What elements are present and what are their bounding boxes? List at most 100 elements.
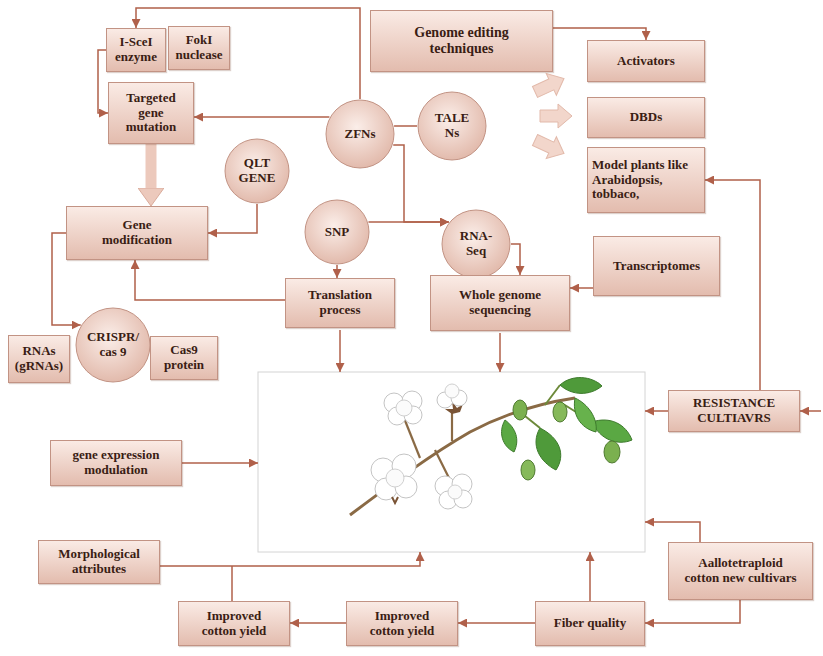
green-boll xyxy=(513,400,527,420)
cotton-leaf xyxy=(574,398,596,432)
node-label: TALE Ns xyxy=(431,111,473,141)
arrow-to-picture xyxy=(182,462,258,464)
incoming-arrow xyxy=(800,410,821,412)
node-label: Activators xyxy=(617,54,675,69)
node-label: Transcriptomes xyxy=(613,259,700,274)
process-box: Morphological attributes xyxy=(38,540,160,584)
cotton-leaf xyxy=(536,428,561,470)
block-arrow xyxy=(540,104,572,128)
connector xyxy=(553,28,646,40)
circle-shape xyxy=(418,92,486,160)
cotton-illustration xyxy=(350,378,632,515)
node-label: gene expression modulation xyxy=(61,448,171,478)
connector xyxy=(208,204,257,233)
process-box: Aallotetraploid cotton new cultivars xyxy=(668,542,813,600)
boll-lock xyxy=(386,469,404,487)
process-box: Translation process xyxy=(285,278,395,328)
connector xyxy=(336,265,338,278)
arrow-to-picture xyxy=(160,552,420,566)
process-box: RESISTANCE CULTIAVRS xyxy=(668,390,800,432)
node-label: SNP xyxy=(325,225,350,240)
node-label: CRISPR/ cas 9 xyxy=(83,330,143,360)
connector xyxy=(290,622,346,624)
process-box: Cas9 protein xyxy=(150,336,218,380)
boll-lock xyxy=(445,384,459,398)
node-label: Fiber quality xyxy=(554,616,626,631)
process-box: Model plants like Arabidopsis, tobbaco, xyxy=(587,147,705,213)
green-boll xyxy=(604,441,620,463)
process-circle: TALE Ns xyxy=(417,91,487,161)
circle-shape xyxy=(326,100,394,168)
node-label: ZFNs xyxy=(344,127,375,142)
process-box: Transcriptomes xyxy=(593,236,720,296)
process-circle: ZFNs xyxy=(325,99,395,169)
circle-shape xyxy=(442,210,510,278)
process-box: Targeted gene mutation xyxy=(108,82,194,144)
node-label: Morphological attributes xyxy=(44,547,154,577)
block-arrow xyxy=(530,68,569,103)
boll-lock xyxy=(396,400,412,416)
process-box: Genome editing techniques xyxy=(370,10,553,72)
process-circle: RNA-Seq xyxy=(441,209,511,279)
connector xyxy=(511,244,520,275)
node-label: Whole genome sequencing xyxy=(445,288,555,318)
cotton-boll xyxy=(384,391,422,425)
node-label: Gene modification xyxy=(97,218,177,248)
node-label: I-SceI enzyme xyxy=(111,35,161,65)
connector xyxy=(394,125,417,127)
process-box: Improved cotton yield xyxy=(346,601,458,646)
node-label: RESISTANCE CULTIAVRS xyxy=(684,396,784,426)
process-box: RNAs (gRNAs) xyxy=(8,335,70,383)
connector xyxy=(135,260,285,300)
node-label: DBDs xyxy=(630,110,663,125)
cotton-leaf xyxy=(502,420,517,452)
process-box: Improved cotton yield xyxy=(178,601,290,646)
green-boll xyxy=(521,460,535,480)
node-label: Model plants like Arabidopsis, tobbaco, xyxy=(592,158,700,203)
process-box: DBDs xyxy=(587,97,705,138)
connector xyxy=(368,221,448,223)
circle-shape xyxy=(305,200,369,264)
arrow-to-picture xyxy=(589,552,591,601)
process-box: gene expression modulation xyxy=(50,440,182,486)
circle-shape xyxy=(76,308,150,382)
cotton-stem xyxy=(350,398,575,515)
connector xyxy=(645,600,740,623)
picture-frame xyxy=(258,372,645,552)
cotton-boll xyxy=(435,474,472,509)
cotton-leaf xyxy=(560,378,602,394)
node-label: Translation process xyxy=(300,288,380,318)
process-box: Fiber quality xyxy=(535,601,645,646)
arrow-to-picture xyxy=(499,333,501,372)
cotton-boll xyxy=(437,384,467,414)
cotton-branch xyxy=(451,412,453,441)
process-box: I-SceI enzyme xyxy=(106,28,166,72)
process-circle: CRISPR/ cas 9 xyxy=(75,307,151,383)
node-label: FokI nuclease xyxy=(173,33,225,63)
node-label: QLT GENE xyxy=(232,156,282,186)
process-box: Gene modification xyxy=(66,206,208,260)
boll-lock xyxy=(448,485,462,499)
connector xyxy=(570,287,593,289)
arrow-to-picture xyxy=(645,410,668,412)
cotton-leaf xyxy=(592,420,632,442)
node-label: Genome editing techniques xyxy=(397,25,527,57)
cotton-boll xyxy=(371,454,417,503)
green-boll xyxy=(553,402,567,422)
process-box: FokI nuclease xyxy=(168,26,230,70)
arrow-to-picture xyxy=(645,522,700,542)
block-arrow xyxy=(146,144,157,188)
node-label: Improved cotton yield xyxy=(194,609,274,639)
joining-line xyxy=(231,566,233,601)
process-box: Activators xyxy=(587,40,705,82)
arrow-to-picture xyxy=(339,330,341,372)
block-arrow xyxy=(530,129,569,164)
node-label: Improved cotton yield xyxy=(362,609,442,639)
boll-bract xyxy=(392,497,398,503)
process-circle: SNP xyxy=(304,199,370,265)
node-label: Targeted gene mutation xyxy=(113,91,189,136)
circle-shape xyxy=(225,139,289,203)
process-circle: QLT GENE xyxy=(224,138,290,204)
node-label: RNAs (gRNAs) xyxy=(13,344,65,374)
